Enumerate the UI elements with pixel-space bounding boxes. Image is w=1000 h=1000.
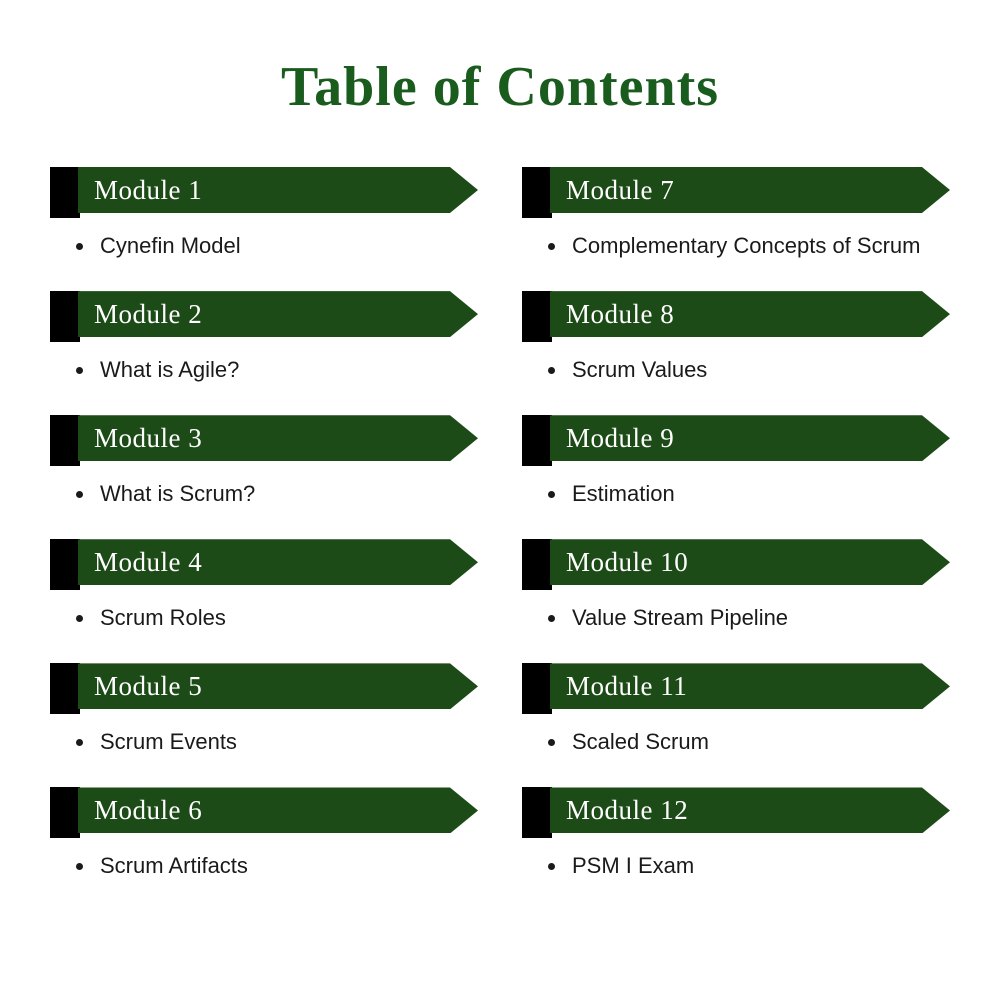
module-items: What is Scrum? xyxy=(96,477,478,511)
module-items: PSM I Exam xyxy=(568,849,950,883)
banner-tab xyxy=(522,787,552,839)
banner-tab xyxy=(50,663,80,715)
banner-tab xyxy=(522,415,552,467)
banner-tab xyxy=(522,539,552,591)
module-block: Module 6 Scrum Artifacts xyxy=(50,787,478,883)
module-block: Module 12 PSM I Exam xyxy=(522,787,950,883)
module-items: Value Stream Pipeline xyxy=(568,601,950,635)
module-banner: Module 8 xyxy=(522,291,950,343)
module-items: What is Agile? xyxy=(96,353,478,387)
page-title: Table of Contents xyxy=(280,56,720,118)
module-label: Module 5 xyxy=(94,670,203,701)
banner-arrow: Module 7 xyxy=(550,167,950,213)
banner-tab xyxy=(50,415,80,467)
module-block: Module 11 Scaled Scrum xyxy=(522,663,950,759)
module-label: Module 12 xyxy=(566,794,689,825)
module-block: Module 3 What is Scrum? xyxy=(50,415,478,511)
toc-item: Scrum Artifacts xyxy=(96,849,468,883)
toc-item: What is Scrum? xyxy=(96,477,468,511)
module-items: Cynefin Model xyxy=(96,229,478,263)
banner-tab xyxy=(50,787,80,839)
module-block: Module 8 Scrum Values xyxy=(522,291,950,387)
banner-arrow: Module 8 xyxy=(550,291,950,337)
banner-arrow: Module 9 xyxy=(550,415,950,461)
toc-item: Estimation xyxy=(568,477,940,511)
module-banner: Module 4 xyxy=(50,539,478,591)
module-items: Scrum Artifacts xyxy=(96,849,478,883)
module-banner: Module 12 xyxy=(522,787,950,839)
module-block: Module 4 Scrum Roles xyxy=(50,539,478,635)
banner-arrow: Module 3 xyxy=(78,415,478,461)
banner-arrow: Module 1 xyxy=(78,167,478,213)
module-banner: Module 9 xyxy=(522,415,950,467)
module-label: Module 11 xyxy=(566,670,688,701)
module-banner: Module 7 xyxy=(522,167,950,218)
module-banner: Module 2 xyxy=(50,291,478,343)
toc-item: Value Stream Pipeline xyxy=(568,601,940,635)
banner-arrow: Module 10 xyxy=(550,539,950,585)
banner-arrow: Module 11 xyxy=(550,663,950,709)
banner-arrow: Module 2 xyxy=(78,291,478,337)
module-banner: Module 10 xyxy=(522,539,950,591)
toc-item: Scrum Events xyxy=(96,725,468,759)
banner-arrow: Module 6 xyxy=(78,787,478,833)
module-label: Module 8 xyxy=(566,298,675,329)
module-label: Module 3 xyxy=(94,422,203,453)
banner-tab xyxy=(50,539,80,591)
toc-item: Scrum Roles xyxy=(96,601,468,635)
module-items: Estimation xyxy=(568,477,950,511)
banner-arrow: Module 4 xyxy=(78,539,478,585)
banner-arrow: Module 5 xyxy=(78,663,478,709)
banner-tab xyxy=(522,167,552,218)
module-banner: Module 3 xyxy=(50,415,478,467)
module-block: Module 5 Scrum Events xyxy=(50,663,478,759)
toc-item: Scaled Scrum xyxy=(568,725,940,759)
toc-item: Cynefin Model xyxy=(96,229,468,263)
module-items: Complementary Concepts of Scrum xyxy=(568,229,950,263)
toc-column-left: Module 1 Cynefin Model Module 2 What is … xyxy=(50,167,478,912)
toc-item: PSM I Exam xyxy=(568,849,940,883)
module-block: Module 1 Cynefin Model xyxy=(50,167,478,263)
module-banner: Module 1 xyxy=(50,167,478,218)
module-banner: Module 6 xyxy=(50,787,478,839)
toc-columns: Module 1 Cynefin Model Module 2 What is … xyxy=(50,167,950,912)
module-label: Module 6 xyxy=(94,794,203,825)
module-block: Module 7 Complementary Concepts of Scrum xyxy=(522,167,950,263)
module-label: Module 4 xyxy=(94,546,203,577)
toc-item: Scrum Values xyxy=(568,353,940,387)
banner-tab xyxy=(50,167,80,218)
module-items: Scrum Events xyxy=(96,725,478,759)
module-label: Module 7 xyxy=(566,174,675,205)
module-banner: Module 5 xyxy=(50,663,478,715)
module-label: Module 2 xyxy=(94,298,203,329)
module-block: Module 9 Estimation xyxy=(522,415,950,511)
module-label: Module 10 xyxy=(566,546,689,577)
module-banner: Module 11 xyxy=(522,663,950,715)
banner-tab xyxy=(522,663,552,715)
banner-tab xyxy=(522,291,552,343)
toc-column-right: Module 7 Complementary Concepts of Scrum… xyxy=(522,167,950,912)
module-items: Scrum Values xyxy=(568,353,950,387)
banner-tab xyxy=(50,291,80,343)
module-block: Module 10 Value Stream Pipeline xyxy=(522,539,950,635)
module-block: Module 2 What is Agile? xyxy=(50,291,478,387)
module-items: Scrum Roles xyxy=(96,601,478,635)
banner-arrow: Module 12 xyxy=(550,787,950,833)
module-label: Module 9 xyxy=(566,422,675,453)
toc-item: Complementary Concepts of Scrum xyxy=(568,229,940,263)
module-items: Scaled Scrum xyxy=(568,725,950,759)
module-label: Module 1 xyxy=(94,174,203,205)
toc-item: What is Agile? xyxy=(96,353,468,387)
